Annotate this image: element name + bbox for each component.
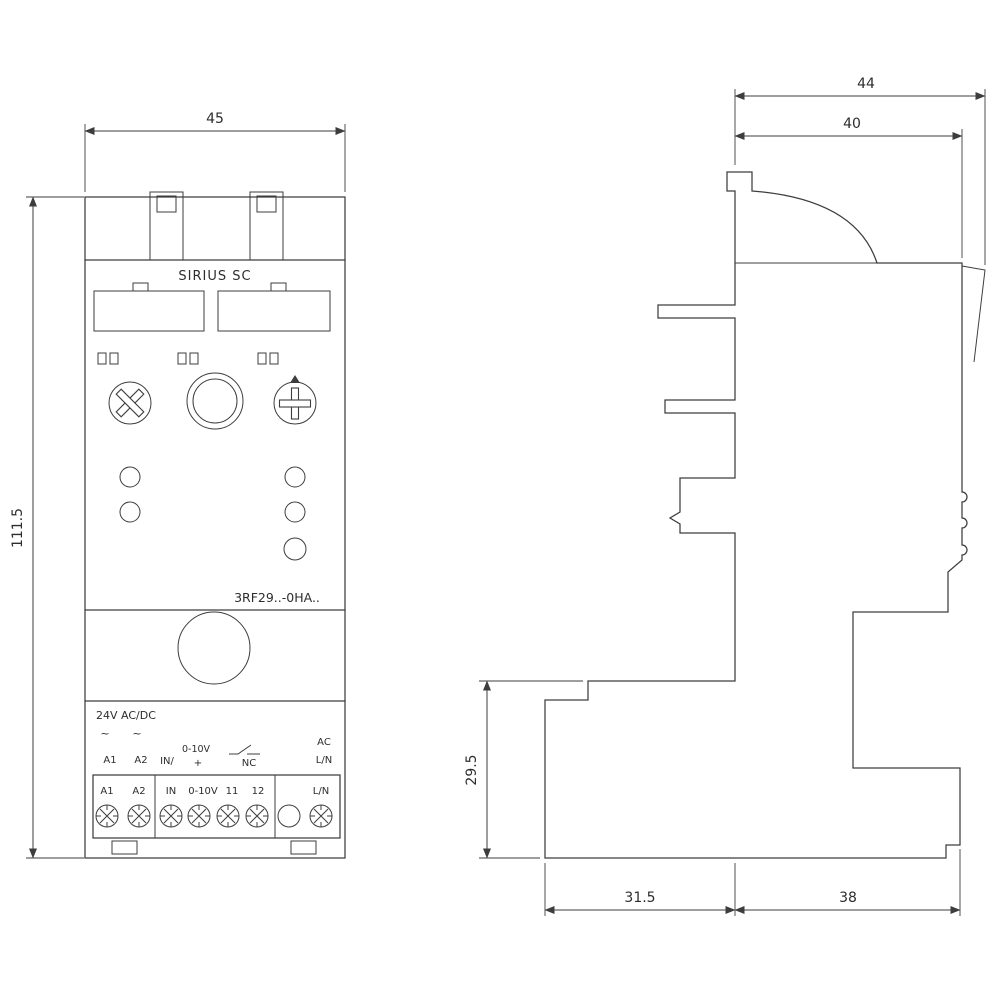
front-height-dimension: 111.5 xyxy=(10,196,84,859)
ac-tilde-2: ~ xyxy=(132,727,141,740)
profile-outline xyxy=(544,171,968,859)
terminal-in: IN xyxy=(166,786,176,797)
center-indicator-ring xyxy=(186,372,244,430)
release-lever[interactable] xyxy=(961,265,986,363)
potentiometer-right[interactable] xyxy=(273,375,317,425)
led-right-3 xyxy=(283,537,307,561)
latch-tab-right xyxy=(249,191,284,261)
label-a2: A2 xyxy=(134,755,147,766)
terminal-11: 11 xyxy=(226,786,239,797)
vent-slot-left xyxy=(93,282,205,332)
marker-triangle-icon xyxy=(290,375,300,383)
side-lower-height-label: 29.5 xyxy=(464,754,480,785)
side-lower-height-dimension: 29.5 xyxy=(464,680,583,859)
side-bottom-front-label: 31.5 xyxy=(624,890,655,906)
brand-label: SIRIUS SC xyxy=(178,269,251,284)
terminal-12: 12 xyxy=(252,786,265,797)
terminal-screw[interactable] xyxy=(159,804,183,828)
terminal-a2: A2 xyxy=(132,786,145,797)
model-label: 3RF29..-0HA.. xyxy=(234,590,320,605)
front-height-dim-label: 111.5 xyxy=(10,508,26,548)
label-a1: A1 xyxy=(103,755,116,766)
terminal-screw[interactable] xyxy=(95,804,119,828)
side-housing-depth-dimension: 40 xyxy=(734,116,963,258)
clip-marks xyxy=(97,352,279,365)
terminal-screw[interactable] xyxy=(127,804,151,828)
terminal-a1: A1 xyxy=(100,786,113,797)
side-overall-depth-label: 44 xyxy=(857,76,875,92)
terminal-screw[interactable] xyxy=(216,804,240,828)
cable-gland-circle xyxy=(177,611,251,685)
function-labels: A1 A2 IN/ 0-10V + NC AC L/N xyxy=(103,737,332,769)
supply-label: 24V AC/DC xyxy=(96,709,156,722)
terminal-ln: L/N xyxy=(313,786,329,797)
side-view: 44 40 29.5 31.5 xyxy=(464,76,986,916)
label-nc: NC xyxy=(242,758,256,769)
led-left-2 xyxy=(119,501,141,523)
label-ac: AC xyxy=(317,737,331,748)
side-overall-depth-dimension: 44 xyxy=(734,76,986,265)
side-bottom-rear-label: 38 xyxy=(839,890,857,906)
side-housing-depth-label: 40 xyxy=(843,116,861,132)
mounting-foot-right xyxy=(290,840,317,855)
terminal-block: A1 A2 IN 0-10V 11 12 L/N xyxy=(92,774,341,839)
led-right-1 xyxy=(284,466,306,488)
side-bottom-front-dimension: 31.5 xyxy=(544,863,736,916)
terminal-screw[interactable] xyxy=(187,804,211,828)
front-view: 45 111.5 SIRIUS SC xyxy=(10,111,346,859)
terminal-range: 0-10V xyxy=(188,786,218,797)
terminal-blank-hole xyxy=(277,804,301,828)
label-range: 0-10V xyxy=(182,744,211,755)
led-left-1 xyxy=(119,466,141,488)
led-right-2 xyxy=(284,501,306,523)
terminal-screw[interactable] xyxy=(245,804,269,828)
potentiometer-left[interactable] xyxy=(107,380,152,425)
device-outline xyxy=(84,196,346,859)
nc-contact-icon xyxy=(229,744,260,755)
label-in: IN/ xyxy=(160,756,174,767)
latch-tab-left xyxy=(149,191,184,261)
front-width-dimension: 45 xyxy=(84,111,346,192)
front-width-dim-label: 45 xyxy=(206,111,224,127)
side-bottom-rear-dimension: 38 xyxy=(734,849,961,916)
ac-tilde-1: ~ xyxy=(100,727,109,740)
label-ln: L/N xyxy=(316,755,332,766)
mounting-foot-left xyxy=(111,840,138,855)
vent-slot-right xyxy=(217,282,331,332)
label-plus: + xyxy=(194,758,202,769)
terminal-screw[interactable] xyxy=(309,804,333,828)
